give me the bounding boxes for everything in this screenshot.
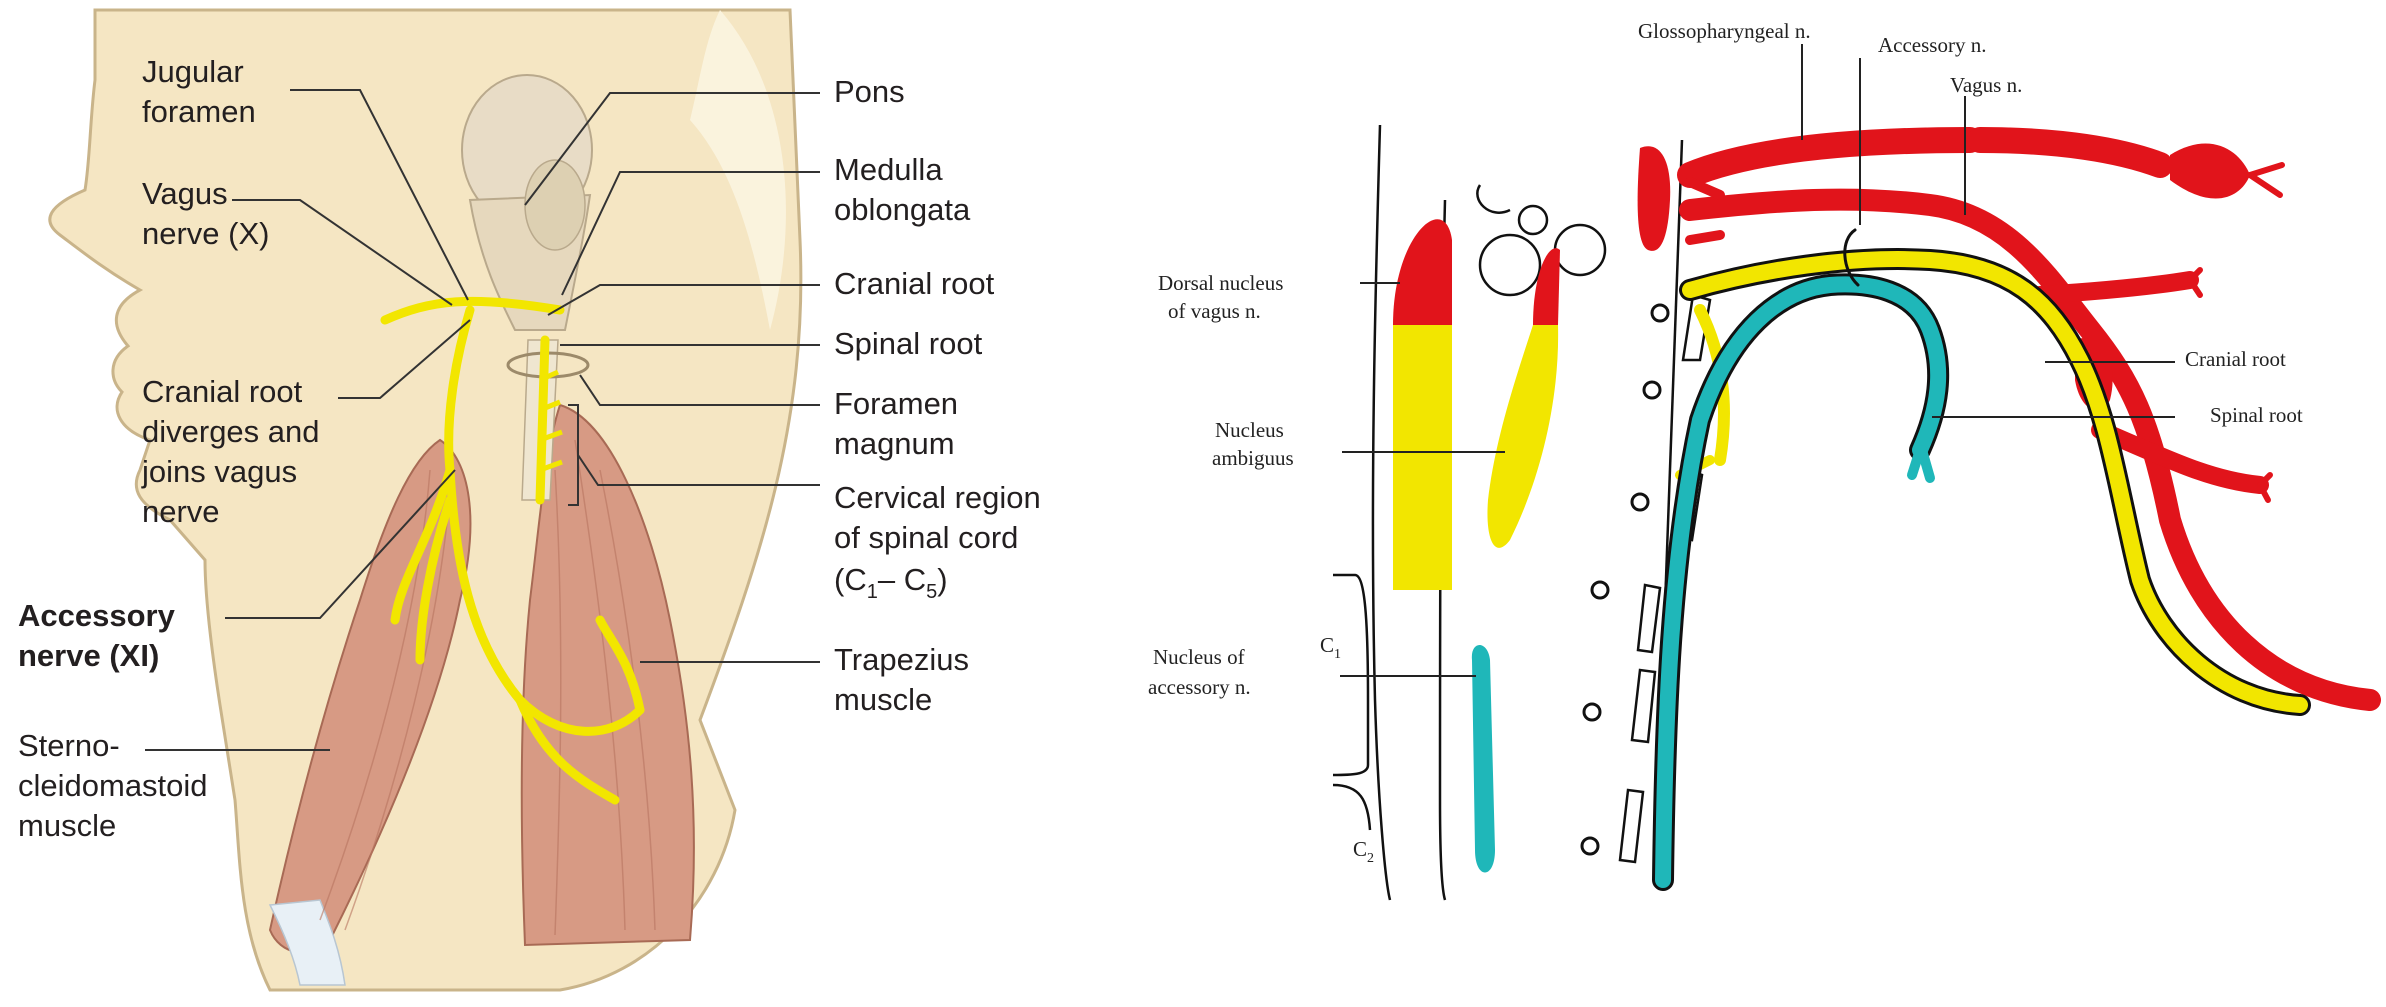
label-spinal-root-right: Spinal root [2210,403,2303,427]
skull-highlight [690,10,786,330]
label-nucleus-accessory-1: Nucleus of [1153,645,1245,669]
label-cranial-root-right: Cranial root [2185,347,2286,371]
label-jugular-foramen-1: Jugular [142,54,244,89]
label-vagus-nerve-1: Vagus [142,176,228,211]
nucleus-accessory [1471,645,1495,873]
dorsal-nucleus-yellow [1393,325,1452,590]
label-foramen-magnum-2: magnum [834,426,955,461]
label-trapezius-2: muscle [834,682,932,717]
vertebral-foramina [1580,303,1670,856]
spinal-root-rootlets [538,369,563,473]
label-trapezius-1: Trapezius [834,642,969,677]
label-glossopharyngeal: Glossopharyngeal n. [1638,19,1811,43]
label-cranial-root-diverges-1: Cranial root [142,374,303,409]
label-cranial-root-diverges-4: nerve [142,494,220,529]
label-nucleus-ambiguus-1: Nucleus [1215,418,1284,442]
label-medulla-1: Medulla [834,152,943,187]
nucleus-ambiguus-red [1533,248,1560,325]
label-sternocleidomastoid-1: Sterno- [18,728,120,763]
red-nerve-branches [2187,162,2285,503]
red-nerves [1677,127,2381,711]
dorsal-nucleus-red [1393,219,1452,325]
label-sternocleidomastoid-3: muscle [18,808,116,843]
label-foramen-magnum-1: Foramen [834,386,958,421]
left-leader-lines [145,89,820,751]
label-sternocleidomastoid-2: cleidomastoid [18,768,208,803]
label-cervical-range: (C1– C5) [834,562,948,603]
label-accessory-nerve-2: nerve (XI) [18,638,159,673]
label-nucleus-accessory-2: accessory n. [1148,675,1251,699]
label-cranial-root-diverges-2: diverges and [142,414,320,449]
label-cervical-region-2: of spinal cord [834,520,1018,555]
nucleus-ambiguus-yellow [1487,325,1559,548]
label-c2: C2 [1353,837,1374,866]
cyan-nerve [1652,228,1950,891]
sternocleidomastoid-tendon [268,899,346,986]
label-c1: C1 [1320,633,1341,662]
label-dorsal-nucleus-1: Dorsal nucleus [1158,271,1283,295]
label-dorsal-nucleus-2: of vagus n. [1168,299,1261,323]
label-cranial-root-left: Cranial root [834,266,995,301]
nerve-paths-yellow [380,296,645,805]
nucleus-rings [1476,184,1607,297]
label-pons: Pons [834,74,905,109]
pons-bulge [524,159,586,251]
right-leader-lines [1340,44,2175,677]
trapezius-muscle [520,403,695,947]
label-vagus-n: Vagus n. [1950,73,2022,97]
left-anatomy-panel: Jugular foramen Vagus nerve (X) Cranial … [18,8,1041,992]
label-vagus-nerve-2: nerve (X) [142,216,269,251]
label-cervical-region-1: Cervical region [834,480,1041,515]
right-schematic-panel: Glossopharyngeal n. Accessory n. Vagus n… [1148,19,2381,901]
label-medulla-2: oblongata [834,192,971,227]
muscle-fibers [319,439,656,936]
label-cranial-root-diverges-3: joins vagus [141,454,297,489]
label-accessory-nerve-1: Accessory [18,598,176,633]
label-spinal-root-left: Spinal root [834,326,983,361]
label-nucleus-ambiguus-2: ambiguus [1212,446,1294,470]
label-jugular-foramen-2: foramen [142,94,256,129]
label-accessory-n: Accessory n. [1878,33,1986,57]
vagus-ganglion [2170,143,2250,199]
